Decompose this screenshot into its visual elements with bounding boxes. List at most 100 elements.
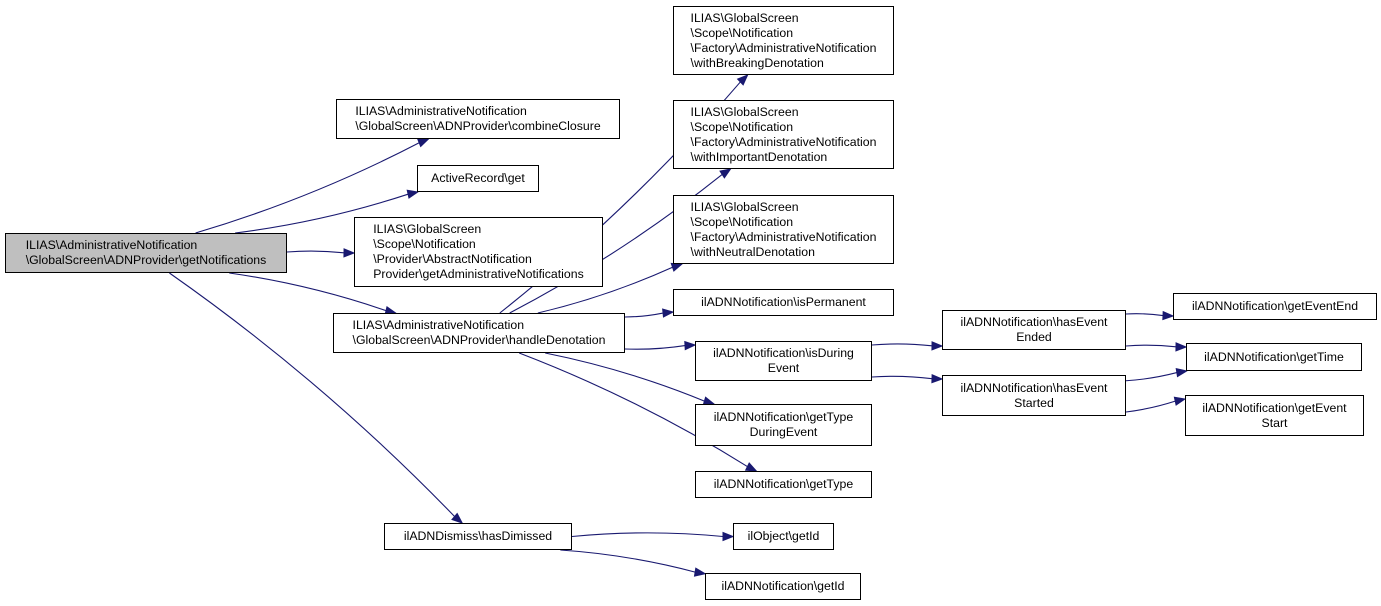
node-label-line: ILIAS\AdministrativeNotification <box>355 104 527 118</box>
node-label: ILIAS\GlobalScreen\Scope\Notification\Fa… <box>691 105 877 165</box>
node-label-line: \Factory\AdministrativeNotification <box>690 134 877 149</box>
node-label: ilADNNotification\isPermanent <box>701 295 866 310</box>
node-label-line: DuringEvent <box>749 425 818 439</box>
node-get-administrative-notifications[interactable]: ILIAS\GlobalScreen\Scope\Notification\Pr… <box>354 217 603 287</box>
arrowhead-combineClosure <box>416 138 430 148</box>
edge-hasEventEnded-to-getEventEnd <box>1125 313 1164 317</box>
edge-isDuringEvent-to-hasEventEnded <box>871 343 933 347</box>
node-label: ilObject\getId <box>748 529 820 544</box>
arrowhead-objGetId <box>722 531 735 542</box>
node-notification-get-id[interactable]: ilADNNotification\getId <box>705 573 861 600</box>
node-label-line: ilADNNotification\hasEvent <box>960 315 1108 329</box>
arrowhead-getTime <box>1175 342 1188 352</box>
edge-hasEventStarted-to-getTime <box>1125 372 1177 382</box>
arrowhead-getEventEnd <box>1162 310 1175 321</box>
node-label-line: \withImportantDenotation <box>690 149 828 164</box>
node-label: ILIAS\GlobalScreen\Scope\Notification\Fa… <box>691 200 877 260</box>
arrowhead-withImportant <box>719 168 732 179</box>
node-label-line: ilObject\getId <box>747 529 820 543</box>
arrowhead-isPermanent <box>662 308 675 318</box>
node-is-permanent[interactable]: ilADNNotification\isPermanent <box>673 289 894 316</box>
edge-handleDenotation-to-isDuringEvent <box>624 345 686 350</box>
node-label-line: ActiveRecord\get <box>431 171 525 185</box>
node-label-line: \GlobalScreen\ADNProvider\getNotificatio… <box>25 253 267 267</box>
node-combine-closure[interactable]: ILIAS\AdministrativeNotification\GlobalS… <box>336 99 620 139</box>
node-label: ILIAS\AdministrativeNotification\GlobalS… <box>353 318 606 348</box>
node-label-line: \GlobalScreen\ADNProvider\combineClosure <box>355 119 601 133</box>
node-label-line: \Factory\AdministrativeNotification <box>690 229 877 244</box>
node-label: ilADNDismiss\hasDimissed <box>404 529 552 544</box>
edge-root-to-handleDenotation <box>229 272 387 312</box>
node-label-line: ilADNNotification\getEvent <box>1202 400 1347 415</box>
arrowhead-getTime <box>1175 367 1189 378</box>
node-with-important-denotation[interactable]: ILIAS\GlobalScreen\Scope\Notification\Fa… <box>673 100 894 169</box>
edge-hasDimissed-to-objGetId <box>571 532 724 538</box>
arrowhead-getEventStart <box>1173 396 1187 406</box>
node-label: ilADNNotification\getEventEnd <box>1192 299 1358 314</box>
node-with-breaking-denotation[interactable]: ILIAS\GlobalScreen\Scope\Notification\Fa… <box>673 6 894 75</box>
arrowhead-arGet <box>406 189 420 199</box>
node-has-dimissed[interactable]: ilADNDismiss\hasDimissed <box>384 523 572 550</box>
node-label-line: ILIAS\GlobalScreen <box>690 104 799 119</box>
edge-handleDenotation-to-withNeutral <box>537 266 673 314</box>
node-object-get-id[interactable]: ilObject\getId <box>733 523 834 550</box>
node-label-line: Event <box>767 361 800 375</box>
node-with-neutral-denotation[interactable]: ILIAS\GlobalScreen\Scope\Notification\Fa… <box>673 195 894 264</box>
node-label-line: Ended <box>1016 330 1052 344</box>
node-label-line: \Provider\AbstractNotification <box>373 252 532 266</box>
node-active-record-get[interactable]: ActiveRecord\get <box>417 165 539 192</box>
node-label-line: ILIAS\GlobalScreen <box>373 222 482 236</box>
node-label-line: Start <box>1261 415 1288 430</box>
node-get-type[interactable]: ilADNNotification\getType <box>695 471 872 498</box>
arrowhead-withNeutral <box>670 262 684 272</box>
edge-hasEventEnded-to-getTime <box>1125 344 1177 348</box>
node-label-line: \Factory\AdministrativeNotification <box>690 40 877 55</box>
node-label: ilADNNotification\getType <box>714 477 853 492</box>
node-label-line: ilADNNotification\hasEvent <box>960 380 1108 395</box>
node-label: ILIAS\GlobalScreen\Scope\Notification\Pr… <box>373 222 584 282</box>
arrowhead-isDuringEvent <box>684 340 697 351</box>
node-label-line: \Scope\Notification <box>690 214 794 229</box>
node-label-line: ILIAS\AdministrativeNotification <box>352 318 525 332</box>
arrowhead-notifGetId <box>693 567 707 577</box>
arrowhead-hasDimissed <box>451 512 464 524</box>
node-label-line: ilADNNotification\isDuring <box>713 346 854 360</box>
arrowhead-hasEventStarted <box>931 373 944 384</box>
node-label: ILIAS\AdministrativeNotification\GlobalS… <box>355 104 600 134</box>
node-handle-denotation[interactable]: ILIAS\AdministrativeNotification\GlobalS… <box>333 313 625 353</box>
edge-root-to-combineClosure <box>195 142 420 234</box>
node-label-line: ilADNNotification\isPermanent <box>701 295 866 309</box>
node-label-line: ilADNNotification\getId <box>721 579 845 593</box>
node-get-time[interactable]: ilADNNotification\getTime <box>1186 343 1362 371</box>
node-get-event-end[interactable]: ilADNNotification\getEventEnd <box>1173 293 1377 320</box>
node-label-line: ilADNNotification\getType <box>713 410 854 424</box>
edge-hasDimissed-to-notifGetId <box>560 549 696 573</box>
node-label: ILIAS\GlobalScreen\Scope\Notification\Fa… <box>691 11 877 71</box>
node-get-notifications: ILIAS\AdministrativeNotification\GlobalS… <box>5 233 287 273</box>
node-label-line: ILIAS\GlobalScreen <box>690 10 799 25</box>
node-label-line: \GlobalScreen\ADNProvider\handleDenotati… <box>352 333 606 347</box>
edge-hasEventStarted-to-getEventStart <box>1125 400 1176 413</box>
edge-handleDenotation-to-isPermanent <box>624 312 664 318</box>
edge-handleDenotation-to-getType <box>519 352 748 468</box>
edge-handleDenotation-to-withImportant <box>509 174 723 314</box>
arrowhead-getAdminNotifs <box>343 248 356 258</box>
edge-isDuringEvent-to-hasEventStarted <box>871 375 933 380</box>
node-label-line: Provider\getAdministrativeNotifications <box>373 267 584 281</box>
node-label-line: ilADNDismiss\hasDimissed <box>403 529 553 543</box>
node-label: ActiveRecord\get <box>431 171 525 186</box>
node-label-line: \withBreakingDenotation <box>690 55 824 70</box>
edge-handleDenotation-to-getTypeDuringEvent <box>545 352 705 402</box>
node-label-line: ILIAS\GlobalScreen <box>690 199 799 214</box>
node-label-line: ilADNNotification\getEventEnd <box>1191 299 1359 313</box>
